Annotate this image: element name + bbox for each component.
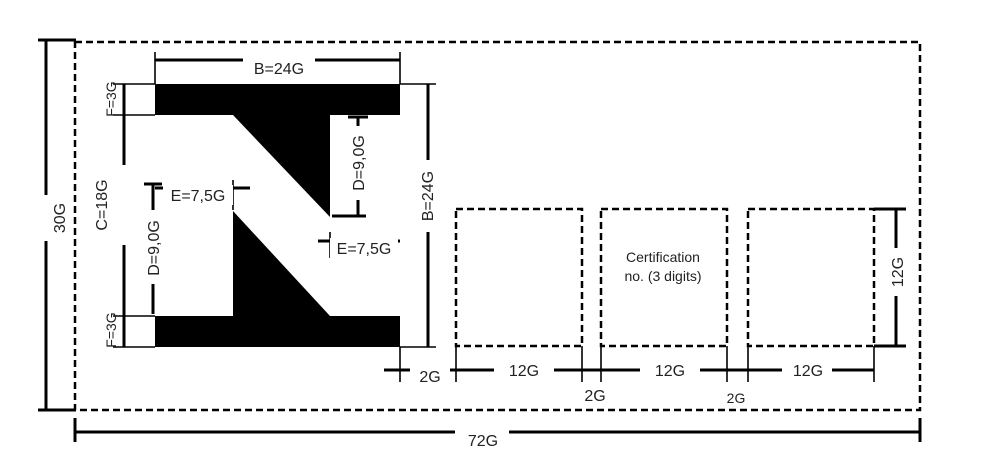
dim-left-stack	[109, 83, 155, 348]
label-box3-width: 12G	[793, 363, 823, 380]
label-b-height: B=24G	[420, 171, 437, 221]
dim-total-width: 72G	[73, 418, 922, 450]
label-f-top: F=3G	[103, 81, 119, 116]
n-lower-wedge	[233, 211, 330, 316]
dim-b-width: B=24G	[154, 52, 401, 84]
label-box2-width: 12G	[655, 363, 685, 380]
dim-b-height: B=24G	[400, 83, 441, 348]
certification-line-1: Certification	[626, 249, 700, 265]
dim-e-upper: E=7,5G	[155, 180, 250, 210]
dim-d-right: D=9,0G	[332, 115, 371, 218]
n-upper-wedge	[233, 115, 330, 217]
dim-bottom-row	[384, 346, 875, 386]
label-gap-1: 2G	[584, 388, 605, 405]
outer-dashed-boundary	[73, 40, 922, 412]
label-c-height: C=18G	[94, 179, 111, 230]
certification-line-2: no. (3 digits)	[624, 268, 701, 284]
label-total-width: 72G	[468, 433, 498, 450]
n-top-bar	[155, 84, 400, 115]
label-box1-width: 12G	[509, 363, 539, 380]
letter-n-shape	[155, 84, 400, 347]
digit-box-3	[746, 207, 876, 348]
dim-e-lower: E=7,5G	[318, 232, 400, 258]
label-f-bottom: F=3G	[103, 312, 119, 347]
label-e-lower: E=7,5G	[337, 241, 392, 258]
label-d-left: D=9,0G	[146, 220, 163, 276]
label-b-width: B=24G	[254, 61, 304, 78]
dim-total-height: 30G	[35, 38, 76, 412]
n-bottom-bar	[155, 316, 400, 347]
label-gap-left: 2G	[419, 369, 440, 386]
label-e-upper: E=7,5G	[171, 188, 226, 205]
dim-d-left: D=9,0G	[140, 182, 166, 314]
label-box-height: 12G	[890, 257, 907, 287]
digit-box-1	[454, 207, 584, 348]
label-total-height: 30G	[52, 203, 69, 233]
label-gap-2: 2G	[727, 390, 746, 406]
digit-box-2	[599, 207, 729, 348]
dim-box-height: 12G	[874, 207, 910, 348]
label-d-right: D=9,0G	[351, 135, 368, 191]
